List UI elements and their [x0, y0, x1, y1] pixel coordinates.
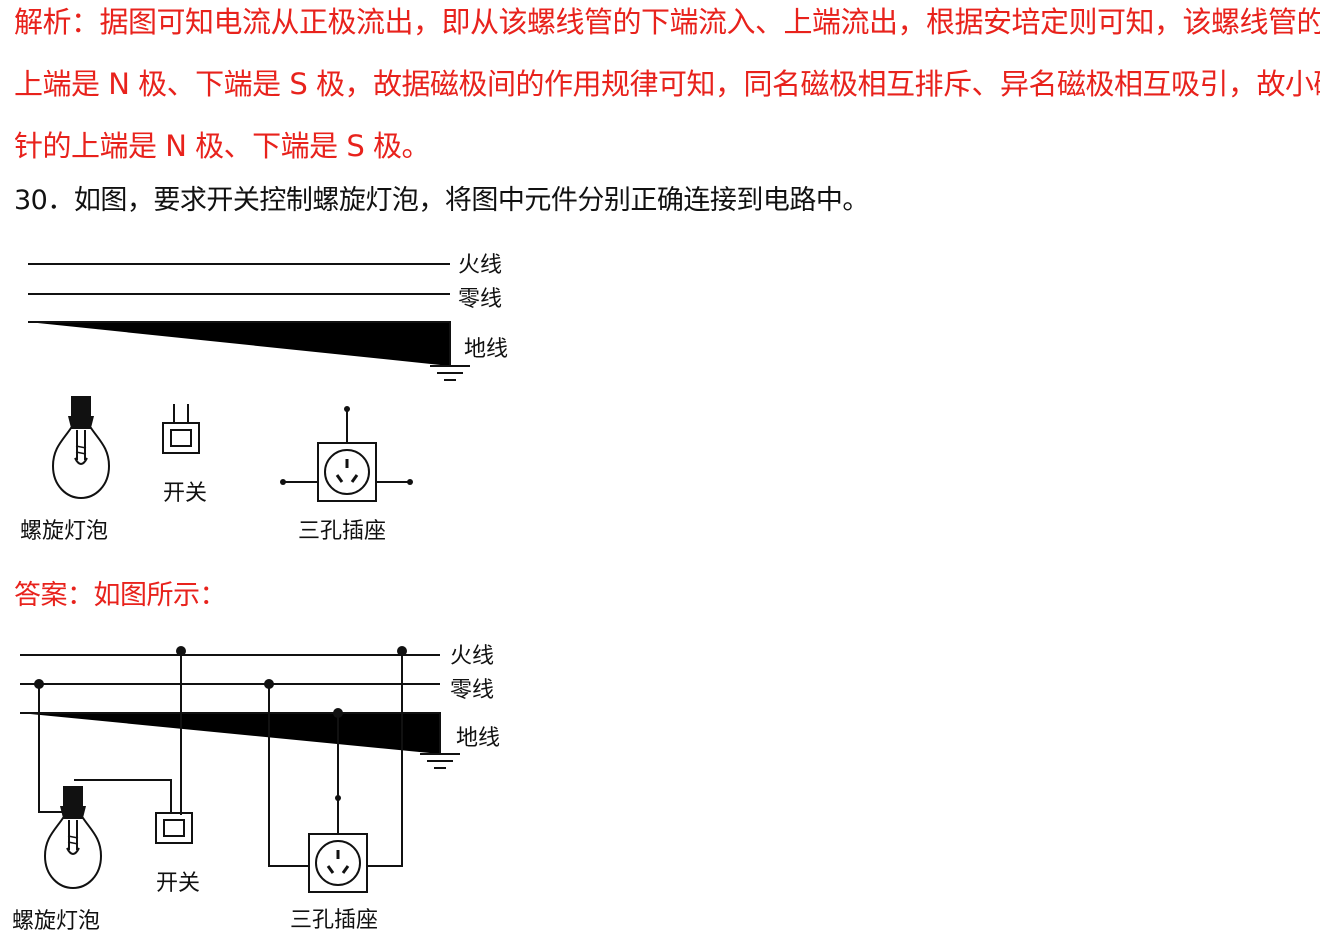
answer-figure: 火线 零线 地线 螺旋灯泡 开关 — [12, 644, 500, 934]
answer-heading: 答案：如图所示： — [14, 580, 227, 611]
answer-switch-component: 开关 — [155, 797, 200, 896]
connection-wires — [38, 651, 403, 867]
answer-ground-symbol-icon — [419, 753, 461, 769]
answer-ground-label: 地线 — [456, 726, 500, 751]
live-wire-label: 火线 — [458, 253, 502, 278]
answer-socket-label: 三孔插座 — [290, 908, 378, 933]
ground-wire-label: 地线 — [464, 337, 508, 362]
answer-live-label: 火线 — [450, 644, 494, 669]
ground-wire — [28, 321, 451, 366]
analysis-line-2: 上端是 N 极、下端是 S 极，故据磁极间的作用规律可知，同名磁极相互排斥、异名… — [14, 67, 1320, 101]
analysis-line-3: 针的上端是 N 极、下端是 S 极。 — [14, 129, 430, 163]
answer-ground-wire — [20, 712, 441, 754]
bulb-label: 螺旋灯泡 — [20, 519, 108, 544]
answer-neutral-label: 零线 — [450, 678, 494, 703]
ground-symbol-icon — [429, 365, 471, 381]
answer-socket-icon — [307, 832, 369, 894]
question-figure: 火线 零线 地线 螺旋灯泡 开关 三孔插座 — [20, 253, 508, 544]
switch-label: 开关 — [163, 481, 207, 506]
switch-icon — [162, 422, 200, 454]
socket-component: 三孔插座 — [280, 406, 413, 544]
switch-component: 开关 — [162, 404, 207, 506]
junction-dots — [34, 646, 407, 801]
neutral-wire-label: 零线 — [458, 287, 502, 312]
answer-bulb-component: 螺旋灯泡 — [12, 785, 102, 934]
answer-bulb-icon — [44, 785, 102, 889]
question-text: 30．如图，要求开关控制螺旋灯泡，将图中元件分别正确连接到电路中。 — [14, 185, 869, 216]
answer-socket-component: 三孔插座 — [290, 832, 378, 933]
socket-label: 三孔插座 — [298, 519, 386, 544]
bulb-component: 螺旋灯泡 — [20, 395, 110, 544]
analysis-line-1: 解析：据图可知电流从正极流出，即从该螺线管的下端流入、上端流出，根据安培定则可知… — [14, 5, 1320, 39]
bulb-icon — [52, 395, 110, 499]
answer-switch-icon — [155, 812, 193, 844]
answer-switch-label: 开关 — [156, 871, 200, 896]
answer-bulb-label: 螺旋灯泡 — [12, 909, 100, 934]
socket-icon — [316, 441, 378, 503]
